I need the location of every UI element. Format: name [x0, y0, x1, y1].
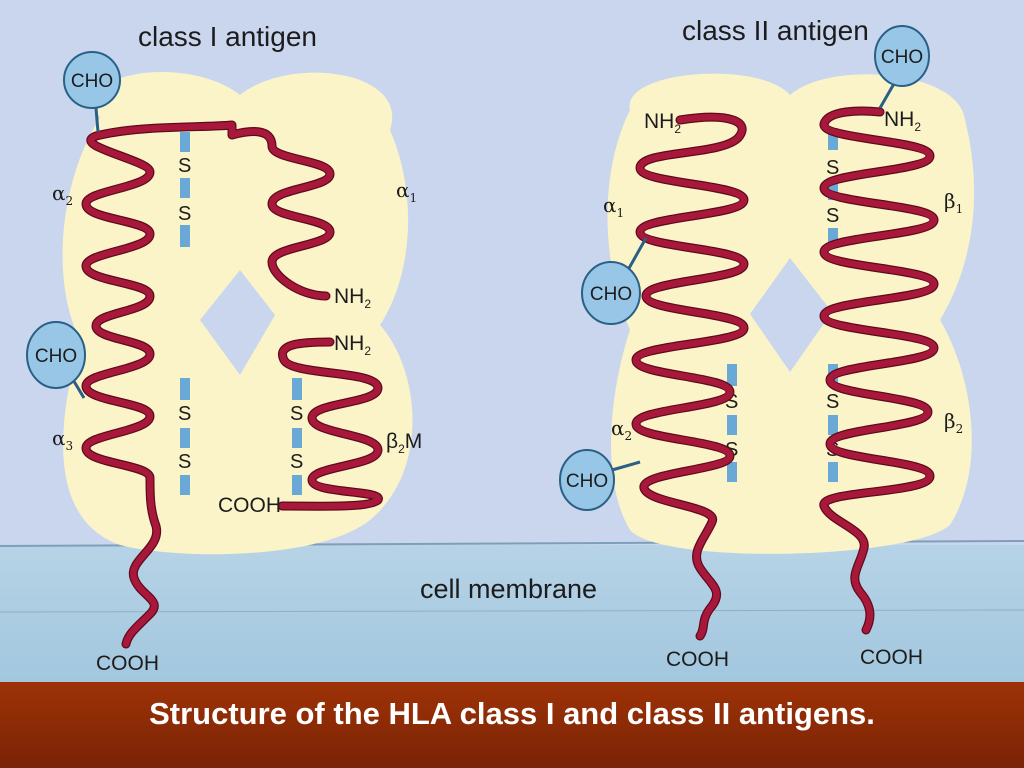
class-one-b2m-label: β2M: [386, 430, 422, 456]
class-one-nh2-alpha1: NH2: [334, 285, 371, 311]
class-one-antigen: S S S S S S CHO: [26, 21, 422, 675]
class-one-alpha2-label: α2: [52, 181, 73, 208]
class-two-beta1-label: β1: [944, 189, 963, 216]
class-one-cho-label-lower: CHO: [35, 346, 77, 367]
class-one-b2m-chain: [278, 338, 382, 510]
class-one-alpha1-label: α1: [396, 178, 417, 205]
class-one-disulfide-top: S S: [178, 132, 191, 247]
class-one-cho-label-top: CHO: [71, 71, 113, 92]
class-two-center-cavity: [750, 258, 832, 372]
class-two-s-beta1-2: S: [826, 205, 839, 227]
caption-bar: Structure of the HLA class I and class I…: [0, 682, 1024, 768]
class-two-beta-chain: [820, 107, 938, 634]
class-two-cooh-beta: COOH: [860, 646, 923, 669]
class-one-heavy-chain: [82, 121, 334, 648]
class-one-title: class I antigen: [138, 21, 317, 52]
class-one-cooh-b2m: COOH: [218, 494, 281, 517]
class-one-cooh-tail: COOH: [96, 652, 159, 675]
class-two-title: class II antigen: [682, 15, 869, 46]
class-two-cho-label-mid: CHO: [590, 284, 632, 305]
class-two-antigen: S S S S S S CHO CHO: [559, 15, 975, 671]
class-two-cho-lower: CHO: [559, 449, 641, 511]
membrane-mid-edge: [0, 609, 1024, 613]
class-one-cho-lower: CHO: [26, 321, 86, 399]
class-two-cho-top: CHO: [874, 25, 930, 109]
class-one-nh2-b2m: NH2: [334, 332, 371, 358]
class-two-alpha1-label: α1: [603, 193, 624, 220]
class-two-cho-label-top: CHO: [881, 47, 923, 68]
class-one-center-cavity: [200, 270, 275, 375]
class-two-s-beta2-1: S: [826, 391, 839, 413]
class-two-disulfide-beta1: S S: [826, 128, 839, 248]
class-one-disulfide-b2m: S S: [290, 378, 303, 495]
class-one-s-alpha3-1: S: [178, 403, 191, 425]
class-two-s-beta1-1: S: [826, 157, 839, 179]
hla-structure-diagram: S S S S S S CHO: [0, 0, 1024, 682]
class-one-s-alpha3-2: S: [178, 451, 191, 473]
class-one-s-top-1: S: [178, 155, 191, 177]
class-one-disulfide-alpha3: S S: [178, 378, 191, 495]
slide-caption: Structure of the HLA class I and class I…: [149, 696, 875, 731]
class-two-alpha2-label: α2: [611, 416, 632, 443]
class-two-beta2-label: β2: [944, 409, 963, 436]
class-two-nh2-alpha: NH2: [644, 110, 681, 136]
class-one-s-top-2: S: [178, 203, 191, 225]
class-one-s-b2m-2: S: [290, 451, 303, 473]
class-one-s-b2m-1: S: [290, 403, 303, 425]
class-two-alpha-chain: [632, 114, 748, 640]
class-one-alpha3-label: α3: [52, 426, 73, 453]
class-two-nh2-beta: NH2: [884, 108, 921, 134]
class-two-cho-mid: CHO: [581, 237, 648, 325]
class-one-cho-top: CHO: [63, 51, 121, 133]
class-two-cho-label-lower: CHO: [566, 471, 608, 492]
class-two-cooh-alpha: COOH: [666, 648, 729, 671]
cell-membrane-label: cell membrane: [420, 574, 597, 604]
